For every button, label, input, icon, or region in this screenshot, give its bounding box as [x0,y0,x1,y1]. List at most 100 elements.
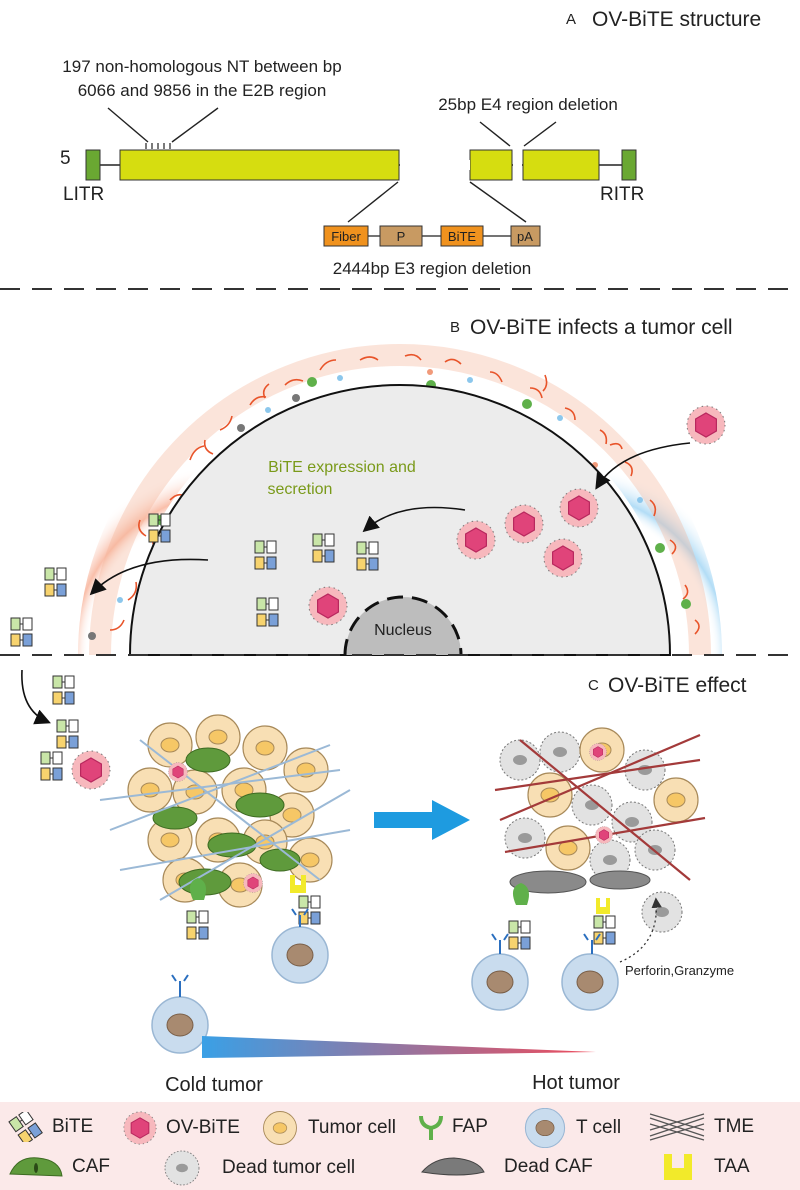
hot-tumor-label: Hot tumor [532,1072,620,1094]
bite-bridge-1 [186,910,209,940]
legend-dead-tumor-label: Dead tumor cell [222,1157,356,1178]
perforin-label: Perforin,Granzyme [625,963,734,978]
tcr-cold [171,908,309,997]
transition-arrow [374,800,470,840]
cassette-fiber [323,225,369,247]
hot-tcell-2 [561,953,619,1011]
e4-note: 25bp E4 region deletion [438,95,618,114]
secretion-arrow [89,558,209,596]
tcr-hot [491,933,601,954]
entry-arrow [595,442,691,490]
panel-a: A OV-BiTE structure 197 non-homologous N… [60,8,761,278]
hot-tumor-mass [494,727,706,894]
virus-inside-1 [559,488,599,528]
legend-tcell-label: T cell [576,1117,622,1138]
five-prime-label: 5 [60,148,71,169]
nucleus [345,597,461,655]
dead-cell-released [641,891,683,933]
tme-fibers [109,353,700,635]
bite-expression-line2: secretion [268,481,333,498]
bite-secreted-1 [44,567,67,597]
e4-callout-left [479,121,511,147]
cassette-pa-label: pA [517,229,533,244]
legend-tumor-cell-label: Tumor cell [308,1117,396,1138]
litr-label: LITR [63,184,104,205]
nt-callout-right [171,107,219,143]
migration-arrow [21,669,51,725]
bite-free-3 [40,751,63,781]
nucleus-label: Nucleus [374,622,432,639]
e3-note: 2444bp E3 region deletion [333,259,532,278]
legend-caf: CAF [8,1154,110,1180]
panel-b: B OV-BiTE infects a tumor cell [10,316,733,656]
panel-b-title: OV-BiTE infects a tumor cell [470,316,733,339]
bite-icon [8,1112,43,1142]
legend-fap: FAP [418,1112,488,1142]
cold-hot-gradient [202,1036,596,1058]
ritr-label: RITR [600,184,644,205]
ovbite-icon [123,1111,157,1145]
dead-tumor-cell-icon [164,1150,200,1186]
bite-bridge-3 [508,920,531,950]
virus-incoming [686,405,726,445]
e4-callout-right [523,121,557,147]
tme-halo-left [78,334,400,655]
hot-tcell-1 [471,953,529,1011]
panel-c-letter: C [588,677,599,694]
virus-inside-3 [456,520,496,560]
legend-ovbite: OV-BiTE [122,1110,240,1146]
cold-tcell-2 [271,926,329,984]
dead-caf-icon [421,1157,485,1176]
expression-arrow [362,506,466,533]
legend-taa-label: TAA [714,1156,750,1177]
nt-ticks [145,143,171,149]
cassette-promoter [379,225,423,247]
ritr-box [621,149,637,181]
panel-a-title: OV-BiTE structure [592,8,761,31]
legend: BiTE OV-BiTE Tumor cell FAP T cell TME C… [0,1102,800,1190]
fap-receptor [189,878,206,900]
cassette-fiber-label: Fiber [331,229,361,244]
legend-tcell: T cell [522,1108,621,1148]
bite-expression-line1: BiTE expression and [268,459,416,476]
nuclear-envelope [343,595,463,656]
tcell-icon [524,1108,566,1148]
cassette-bite-label: BiTE [448,229,477,244]
cold-tumor-label: Cold tumor [165,1074,263,1096]
e3-callout-left [347,181,399,223]
tme-icon [649,1113,705,1141]
cassette-pa [510,225,541,247]
e3-gap [400,160,470,170]
nt-note-line1: 197 non-homologous NT between bp [62,57,341,76]
tme-green-particles [155,377,691,609]
ovbite-free [71,750,111,790]
bite-secreted-2 [10,617,33,647]
panel-b-letter: B [450,319,460,336]
litr-box [85,149,101,181]
legend-dead-caf-label: Dead CAF [504,1156,593,1177]
nt-note-line2: 6066 and 9856 in the E2B region [78,81,327,100]
virus-inside-4 [543,538,583,578]
e3-callout-right [469,181,527,223]
taa-antigen-hot [596,898,610,914]
legend-caf-label: CAF [72,1156,110,1177]
legend-ovbite-label: OV-BiTE [166,1117,240,1138]
virus-near-nucleus [308,586,348,626]
bite-bridge-2 [298,895,321,925]
legend-bite: BiTE [8,1112,93,1142]
genome-segment-2 [469,149,513,181]
legend-tumor-cell: Tumor cell [260,1110,396,1146]
caf-icon [9,1157,63,1177]
tumor-cell-icon [263,1111,297,1145]
legend-tme: TME [648,1112,754,1142]
legend-dead-tumor: Dead tumor cell [160,1148,355,1188]
tme-halo-right [400,334,722,655]
fap-receptor-hot [512,883,529,905]
nt-callout-left [107,107,149,143]
e4-gap [513,160,522,170]
panel-c: C OV-BiTE effect [21,669,747,1096]
virus-inside-2 [504,504,544,544]
panel-c-title: OV-BiTE effect [608,674,747,697]
bite-free-1 [52,675,75,705]
